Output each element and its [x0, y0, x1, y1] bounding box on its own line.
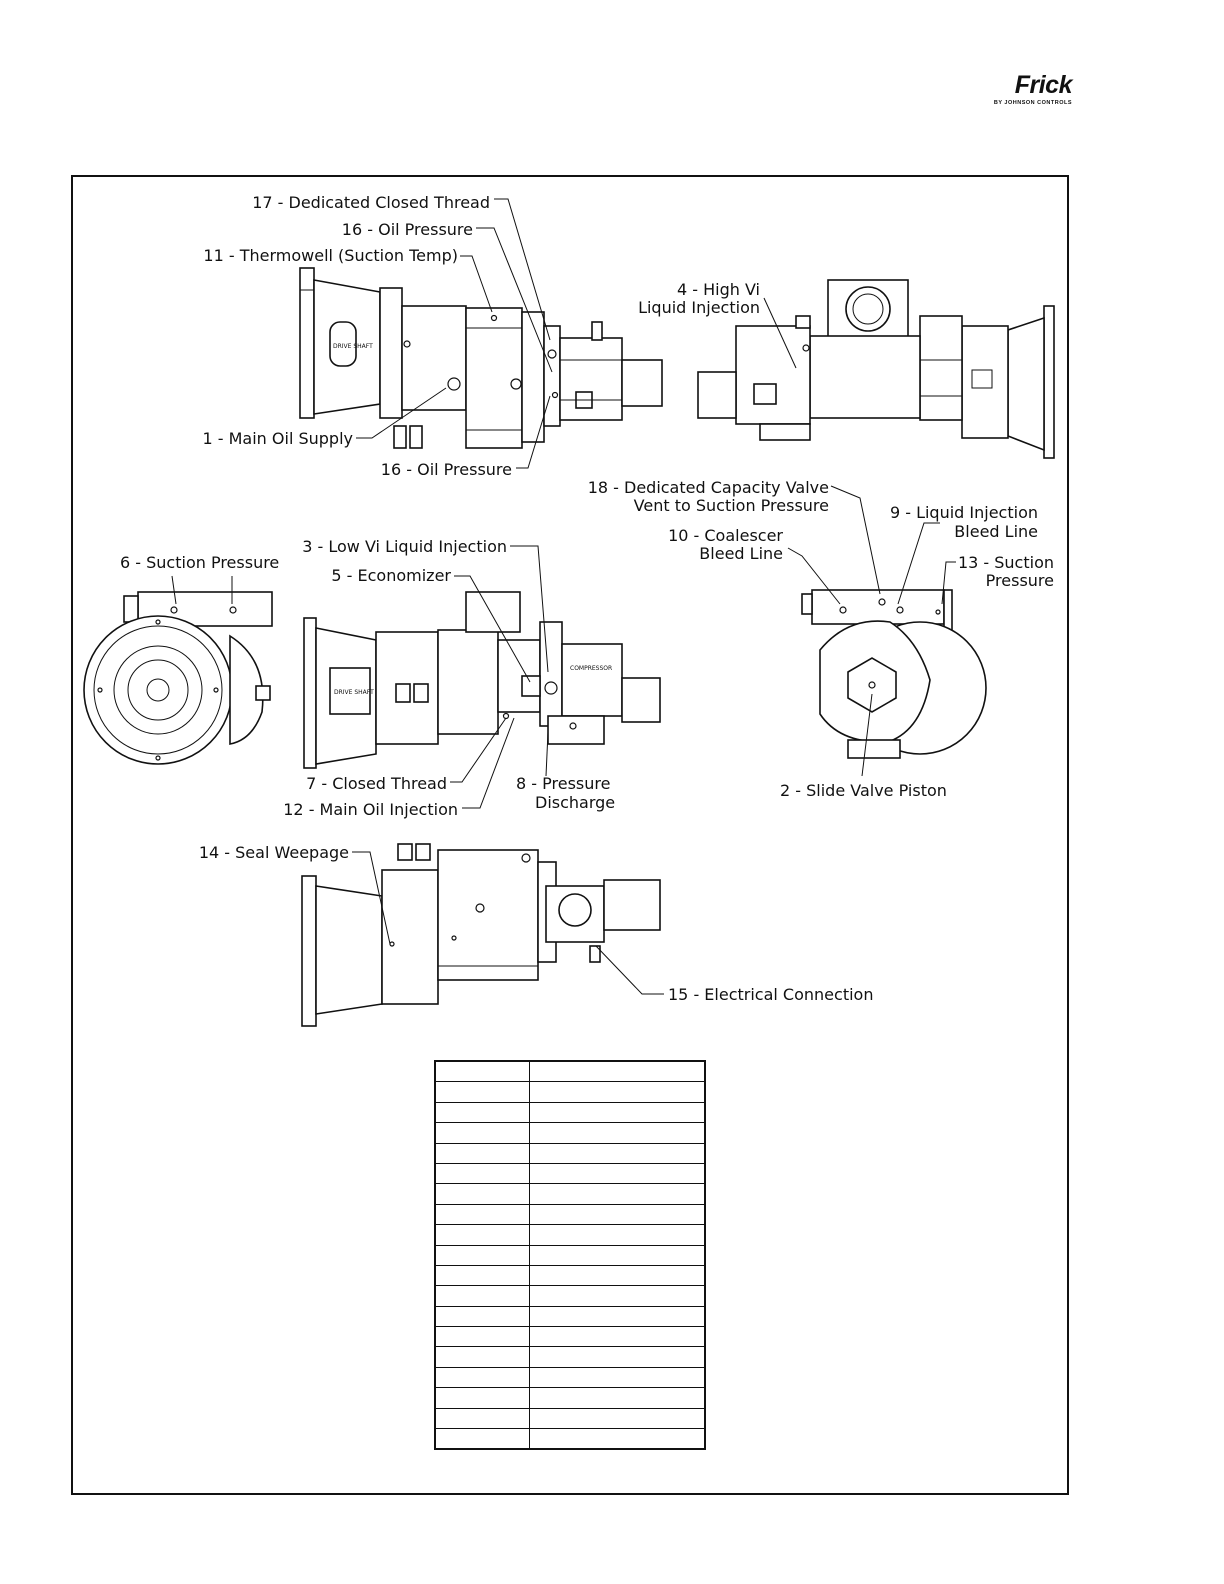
table-cell-connection [434, 1264, 530, 1287]
table-row [434, 1203, 706, 1226]
table-row [434, 1326, 706, 1348]
table-cell-size [528, 1407, 706, 1430]
table-row [434, 1122, 706, 1144]
callout-11: 11 - Thermowell (Suction Temp) [203, 246, 458, 265]
compressor-label: COMPRESSOR [570, 665, 612, 672]
table-cell-connection [434, 1060, 530, 1083]
table-row [434, 1101, 706, 1124]
table-row [434, 1183, 706, 1205]
figure-frame [71, 175, 1069, 1495]
side-view-middle: DRIVE SHAFT COMPRESSOR [303, 591, 661, 769]
callout-1: 1 - Main Oil Supply [203, 429, 354, 448]
callout-labels: 17 - Dedicated Closed Thread 16 - Oil Pr… [120, 193, 1054, 1004]
table-cell-size [528, 1285, 706, 1307]
table-cell-connection [434, 1305, 530, 1328]
side-view-top-left: DRIVE SHAFT [299, 267, 663, 449]
table-cell-connection [434, 1285, 530, 1307]
table-cell-connection [434, 1224, 530, 1246]
logo-subtitle: BY JOHNSON CONTROLS [993, 100, 1072, 106]
callout-17: 17 - Dedicated Closed Thread [252, 193, 490, 212]
callout-8-line1: 8 - Pressure [516, 774, 610, 793]
callout-13-line2: Pressure [986, 571, 1054, 590]
table-cell-connection [434, 1183, 530, 1205]
table-cell-size [528, 1060, 706, 1083]
table-row [434, 1244, 706, 1266]
table-cell-size [528, 1162, 706, 1185]
end-view-left [83, 591, 273, 765]
callout-15: 15 - Electrical Connection [668, 985, 873, 1004]
table-cell-connection [434, 1203, 530, 1226]
connection-table [434, 1060, 706, 1451]
table-cell-size [528, 1081, 706, 1103]
table-row [434, 1346, 706, 1368]
callout-3: 3 - Low Vi Liquid Injection [302, 537, 507, 556]
table-cell-size [528, 1122, 706, 1144]
callout-7: 7 - Closed Thread [306, 774, 447, 793]
callout-12: 12 - Main Oil Injection [283, 800, 458, 819]
callout-16-top: 16 - Oil Pressure [342, 220, 473, 239]
table-cell-size [528, 1142, 706, 1164]
callout-4-line2: Liquid Injection [638, 298, 760, 317]
callout-8-line2: Discharge [535, 793, 615, 812]
table-row [434, 1366, 706, 1389]
table-row [434, 1285, 706, 1307]
table-cell-connection [434, 1387, 530, 1409]
table-row [434, 1407, 706, 1430]
table-cell-size [528, 1428, 706, 1450]
table-cell-size [528, 1203, 706, 1226]
callout-9-line2: Bleed Line [954, 522, 1038, 541]
table-row [434, 1428, 706, 1450]
table-cell-connection [434, 1142, 530, 1164]
table-cell-connection [434, 1428, 530, 1450]
frick-logo: Frick BY JOHNSON CONTROLS [986, 70, 1073, 114]
callout-18-line2: Vent to Suction Pressure [634, 496, 829, 515]
table-cell-size [528, 1366, 706, 1389]
callout-5: 5 - Economizer [331, 566, 451, 585]
callout-13-line1: 13 - Suction [958, 553, 1054, 572]
drive-shaft-label-middle: DRIVE SHAFT [334, 689, 374, 696]
callout-9-line1: 9 - Liquid Injection [890, 503, 1038, 522]
logo-wordmark: Frick [1014, 71, 1073, 99]
table-cell-connection [434, 1326, 530, 1348]
table-row [434, 1081, 706, 1103]
side-view-top-right [697, 279, 1055, 459]
table-cell-size [528, 1264, 706, 1287]
side-view-bottom [301, 843, 661, 1027]
table-row [434, 1264, 706, 1287]
table-cell-size [528, 1326, 706, 1348]
table-cell-size [528, 1244, 706, 1266]
callout-2: 2 - Slide Valve Piston [780, 781, 947, 800]
callout-18-line1: 18 - Dedicated Capacity Valve [588, 478, 829, 497]
table-cell-size [528, 1224, 706, 1246]
table-row [434, 1305, 706, 1328]
table-cell-size [528, 1101, 706, 1124]
table-cell-size [528, 1346, 706, 1368]
table-row [434, 1142, 706, 1164]
callout-4-line1: 4 - High Vi [677, 280, 760, 299]
table-row [434, 1387, 706, 1409]
drive-shaft-label-top: DRIVE SHAFT [333, 343, 373, 350]
callout-10-line2: Bleed Line [699, 544, 783, 563]
callout-10-line1: 10 - Coalescer [668, 526, 783, 545]
table-cell-connection [434, 1346, 530, 1368]
leader-lines [171, 198, 956, 995]
table-cell-size [528, 1387, 706, 1409]
table-row [434, 1224, 706, 1246]
callout-14: 14 - Seal Weepage [199, 843, 349, 862]
table-cell-connection [434, 1081, 530, 1103]
table-cell-connection [434, 1101, 530, 1124]
table-cell-connection [434, 1122, 530, 1144]
table-cell-size [528, 1305, 706, 1328]
table-cell-connection [434, 1162, 530, 1185]
callout-16-bottom: 16 - Oil Pressure [381, 460, 512, 479]
table-cell-size [528, 1183, 706, 1205]
table-cell-connection [434, 1244, 530, 1266]
table-cell-connection [434, 1407, 530, 1430]
callout-6: 6 - Suction Pressure [120, 553, 279, 572]
table-row [434, 1162, 706, 1185]
end-view-right [801, 589, 987, 759]
table-cell-connection [434, 1366, 530, 1389]
table-row [434, 1060, 706, 1083]
